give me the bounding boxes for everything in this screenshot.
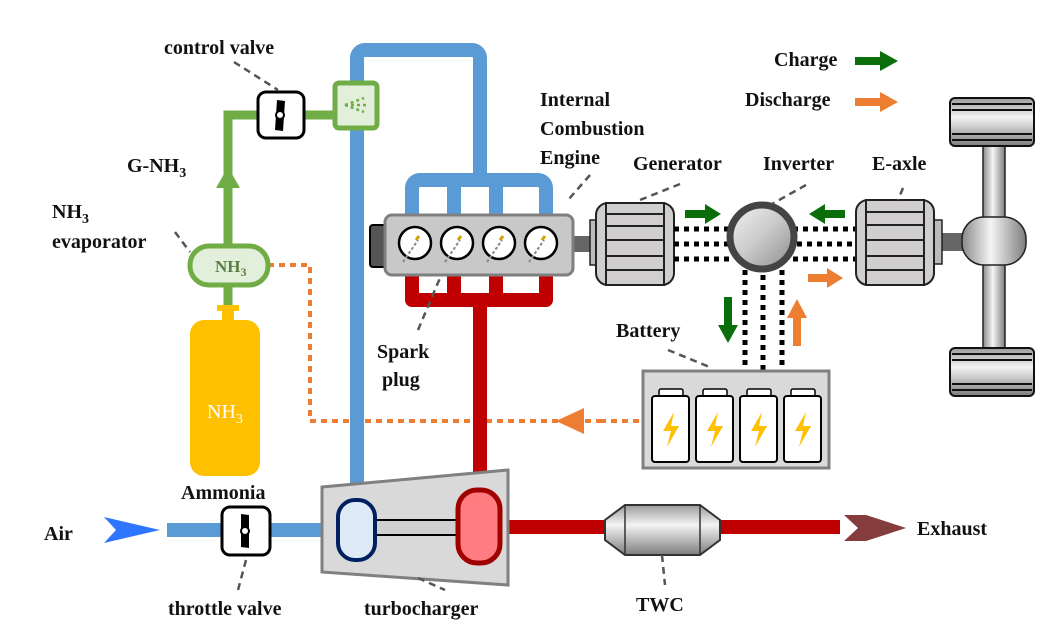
discharge-arrow-up-icon (787, 299, 807, 346)
battery-label: Battery (616, 320, 680, 342)
generator (589, 202, 675, 286)
battery-cell (651, 388, 690, 463)
engine-label-line3: Engine (540, 147, 600, 169)
electrical-connections (674, 226, 857, 370)
discharge-arrow-right-icon (808, 268, 843, 288)
evaporator-label-line2: evaporator (52, 231, 147, 253)
flow-arrow-up-icon (216, 167, 240, 188)
arrow-left-icon (556, 408, 584, 434)
turbine (455, 487, 503, 566)
throttle-valve-label: throttle valve (168, 598, 282, 620)
engine-label-line1: Internal (540, 89, 610, 111)
lightning-icon (751, 412, 767, 447)
ammonia-tank: NH3 (190, 305, 260, 476)
e-axle-label: E-axle (872, 153, 927, 175)
throttle-valve[interactable] (220, 505, 272, 557)
lightning-icon (663, 412, 679, 447)
twc-label: TWC (636, 594, 684, 616)
charge-arrow-right-icon (685, 204, 721, 224)
differential (961, 216, 1027, 266)
generator-label: Generator (633, 153, 722, 175)
tank-tag: NH3 (207, 401, 243, 427)
battery-pack (641, 369, 831, 470)
e-axle-motor (855, 199, 970, 286)
wheel-bottom (949, 347, 1035, 397)
g-nh3-label: G-NH3 (127, 155, 186, 181)
wheel-top (949, 97, 1035, 147)
charge-arrow-down-icon (718, 297, 738, 343)
legend-charge-arrow-icon (855, 51, 898, 71)
spark-plug-label-line2: plug (382, 369, 420, 391)
spark-plugs (397, 225, 559, 263)
exhaust-outlet-arrow-icon (844, 515, 906, 541)
legend: Charge Discharge (745, 49, 898, 112)
battery-cell (695, 388, 734, 463)
turbocharger (320, 468, 510, 587)
legend-discharge-arrow-icon (855, 92, 898, 112)
air-inlet-arrow-icon (104, 517, 160, 543)
battery-to-evaporator-heat-line (268, 263, 643, 434)
wheel-axle (949, 97, 1035, 397)
labels: control valve G-NH3 NH3 evaporator Inter… (44, 37, 987, 620)
charge-arrow-left-icon (809, 204, 845, 224)
compressor (336, 498, 377, 562)
control-valve[interactable] (256, 90, 306, 140)
lightning-icon (795, 412, 811, 447)
spark-plug-label-line1: Spark (377, 341, 430, 363)
battery-cell (739, 388, 778, 463)
leader-lines (174, 60, 905, 592)
engine-label-line2: Combustion (540, 118, 644, 140)
control-valve-label: control valve (164, 37, 274, 59)
evaporator-label-line1: NH3 (52, 201, 89, 227)
power-flow-arrows (685, 204, 845, 346)
ammonia-injector (332, 80, 380, 131)
lightning-icon (707, 412, 723, 447)
internal-combustion-engine (369, 213, 598, 277)
battery-cell (783, 388, 822, 463)
inverter (726, 201, 798, 273)
evaporator-tag: NH3 (215, 257, 247, 279)
nh3-evaporator: NH3 (187, 243, 271, 288)
legend-charge-label: Charge (774, 49, 837, 71)
air-label: Air (44, 523, 73, 545)
legend-discharge-label: Discharge (745, 89, 831, 111)
ammonia-label: Ammonia (181, 482, 265, 504)
exhaust-label: Exhaust (917, 518, 987, 540)
turbocharger-label: turbocharger (364, 598, 479, 620)
three-way-catalyst (604, 504, 721, 556)
inverter-label: Inverter (763, 153, 834, 175)
